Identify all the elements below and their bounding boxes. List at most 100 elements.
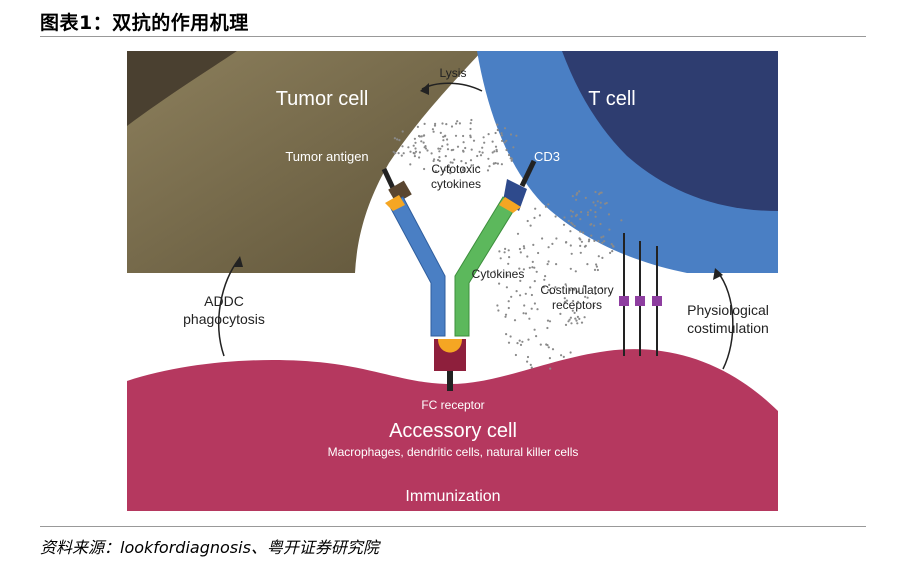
cytokine-dot bbox=[510, 159, 513, 162]
cytokine-dot bbox=[496, 304, 499, 307]
cytokine-dot bbox=[443, 169, 446, 172]
cytokine-dot bbox=[499, 257, 502, 260]
cytokine-dot bbox=[533, 280, 536, 283]
cytokine-dot bbox=[456, 120, 459, 123]
cytokine-dot bbox=[586, 211, 590, 214]
cytokine-dot bbox=[534, 207, 537, 210]
cytokine-dot bbox=[446, 148, 450, 151]
cytokine-dot bbox=[578, 190, 581, 193]
bispecific-antibody-diagram: Lysis Tumor cell T cell Tumor antigen CD… bbox=[127, 51, 778, 511]
cytokine-dot bbox=[507, 249, 510, 252]
cytokine-dot bbox=[409, 163, 412, 166]
costim-receptor-head-2 bbox=[635, 296, 645, 306]
cytokine-dot bbox=[563, 216, 566, 219]
cytokine-dot bbox=[464, 162, 467, 165]
cytokine-dot bbox=[498, 250, 501, 253]
cytokine-dot bbox=[569, 289, 572, 292]
cytokine-dot bbox=[598, 193, 601, 196]
cytokine-dot bbox=[580, 321, 584, 324]
cytokine-dot bbox=[481, 146, 484, 149]
cytokine-dot bbox=[503, 251, 506, 254]
cytokine-dot bbox=[505, 148, 508, 152]
cytokine-dot bbox=[509, 335, 512, 338]
cytokine-dot bbox=[512, 146, 515, 149]
cytokine-dot bbox=[569, 230, 572, 233]
cytokine-dot bbox=[432, 159, 435, 163]
cytokine-dot bbox=[509, 133, 513, 136]
cytokine-dot bbox=[501, 139, 504, 142]
cytokine-dot bbox=[586, 296, 589, 299]
cytokine-dot bbox=[530, 293, 533, 297]
cytokine-dot bbox=[456, 145, 460, 148]
cytokine-dot bbox=[576, 322, 579, 325]
cytokine-dot bbox=[610, 243, 613, 246]
cytokine-dot bbox=[579, 244, 582, 247]
physiological-arrow bbox=[716, 270, 734, 370]
fc-region bbox=[438, 339, 462, 353]
cytokine-dot bbox=[449, 172, 452, 175]
cytokine-dot bbox=[594, 215, 597, 218]
cytokine-dot bbox=[469, 159, 473, 162]
cytokine-dot bbox=[546, 344, 549, 347]
cytokine-dot bbox=[462, 134, 465, 138]
cytokine-dot bbox=[516, 232, 520, 235]
cytokine-dot bbox=[478, 150, 481, 153]
cytokine-dot bbox=[470, 148, 473, 151]
antigen-binding-site-right bbox=[499, 197, 521, 213]
cytokine-dot bbox=[448, 169, 451, 172]
cytokine-dot bbox=[461, 168, 465, 171]
cytokine-dot bbox=[400, 154, 403, 157]
cytokine-dot bbox=[530, 366, 533, 369]
cytokine-dot bbox=[570, 221, 573, 224]
cytokine-dot bbox=[594, 190, 597, 194]
cytokine-dot bbox=[518, 267, 521, 270]
cytokine-dot bbox=[416, 125, 419, 128]
cytokine-dot bbox=[530, 307, 533, 310]
cytokine-dot bbox=[593, 268, 597, 271]
cytokine-dot bbox=[522, 245, 525, 248]
cytokine-dot bbox=[508, 256, 511, 259]
cytokine-dot bbox=[463, 170, 466, 173]
cytokine-dot bbox=[538, 214, 541, 217]
cytokine-dot bbox=[458, 122, 461, 125]
cytokine-dot bbox=[579, 230, 582, 233]
cytokine-dot bbox=[423, 167, 426, 171]
cytokine-dot bbox=[487, 133, 490, 136]
cytokine-dot bbox=[507, 153, 511, 157]
cytokine-dot bbox=[462, 141, 465, 144]
cytotoxic-cytokines-label-line1: Cytotoxic bbox=[431, 162, 480, 176]
accessory-cell-label: Accessory cell bbox=[389, 420, 517, 442]
cytokine-dot bbox=[402, 152, 405, 155]
cytokine-dot bbox=[401, 145, 404, 148]
cytokine-dot bbox=[524, 292, 527, 295]
cytokine-dot bbox=[503, 141, 506, 144]
cytokine-dot bbox=[603, 240, 606, 243]
addc-label-line1: ADDC bbox=[204, 293, 244, 309]
cytokine-dot bbox=[442, 135, 445, 138]
cytokine-dot bbox=[455, 122, 458, 125]
cytokine-dot bbox=[447, 164, 450, 167]
t-cell-label: T cell bbox=[588, 88, 635, 110]
cytokine-dot bbox=[533, 266, 536, 269]
cytokine-dot bbox=[494, 131, 497, 135]
cytokine-dot bbox=[546, 319, 550, 322]
cytokine-dot bbox=[451, 161, 454, 164]
accessory-subtitle-label: Macrophages, dendritic cells, natural ki… bbox=[328, 445, 579, 459]
cytokine-dot bbox=[494, 145, 498, 148]
cytokine-dot bbox=[564, 283, 567, 286]
tumor-antigen bbox=[388, 180, 412, 204]
cytokine-dot bbox=[576, 290, 579, 293]
cytokine-dot bbox=[601, 241, 604, 244]
cytokine-dot bbox=[500, 134, 503, 137]
cytokine-dot bbox=[506, 274, 509, 277]
cytokine-dot bbox=[587, 240, 590, 243]
cytokine-dot bbox=[529, 286, 532, 289]
cytokine-dot bbox=[445, 123, 448, 126]
cytokine-dot bbox=[584, 244, 587, 247]
cytokine-dot bbox=[495, 148, 498, 151]
cytokine-dot bbox=[548, 320, 552, 323]
cytokine-dot bbox=[588, 238, 591, 241]
cytokine-dot bbox=[559, 312, 562, 315]
cytokine-dot bbox=[523, 304, 526, 307]
tumor-cell-nucleus bbox=[127, 51, 237, 126]
